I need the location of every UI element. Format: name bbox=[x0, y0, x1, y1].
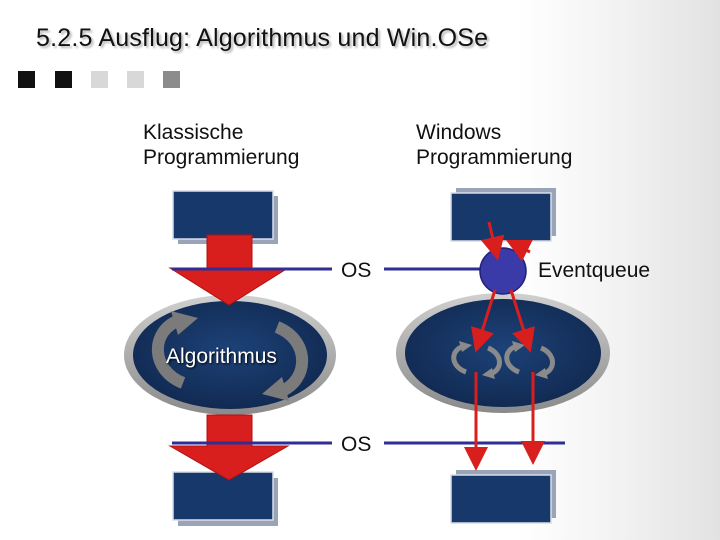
eventqueue-label: Eventqueue bbox=[538, 259, 651, 282]
title-square-5 bbox=[163, 71, 180, 88]
left-lower-down-arrow bbox=[168, 414, 290, 481]
right-red-arrows bbox=[464, 221, 545, 471]
left-heading: Klassische Programmierung bbox=[143, 120, 299, 170]
title-square-3 bbox=[91, 71, 108, 88]
left-heading-line2: Programmierung bbox=[143, 146, 300, 170]
slide-title: 5.2.5 Ausflug: Algorithmus und Win.OSe bbox=[36, 24, 489, 52]
right-bottom-program-box bbox=[450, 470, 556, 524]
os-label-top: OS bbox=[341, 259, 372, 282]
right-heading-line1: Windows bbox=[416, 121, 502, 144]
algorithm-label: Algorithmus bbox=[166, 345, 277, 368]
right-top-program-box bbox=[450, 188, 556, 242]
right-heading: Windows Programmierung bbox=[416, 120, 572, 170]
right-heading-line2: Programmierung bbox=[416, 146, 573, 170]
title-square-1 bbox=[18, 71, 35, 88]
title-square-2 bbox=[55, 71, 72, 88]
title-square-4 bbox=[127, 71, 144, 88]
left-heading-line1: Klassische bbox=[143, 121, 244, 144]
left-cycle-arrow-icon bbox=[151, 311, 309, 401]
eventqueue-circle bbox=[479, 247, 527, 295]
right-message-ellipse bbox=[396, 293, 610, 413]
left-bottom-program-box bbox=[172, 471, 278, 526]
os-label-bottom: OS bbox=[341, 433, 372, 456]
